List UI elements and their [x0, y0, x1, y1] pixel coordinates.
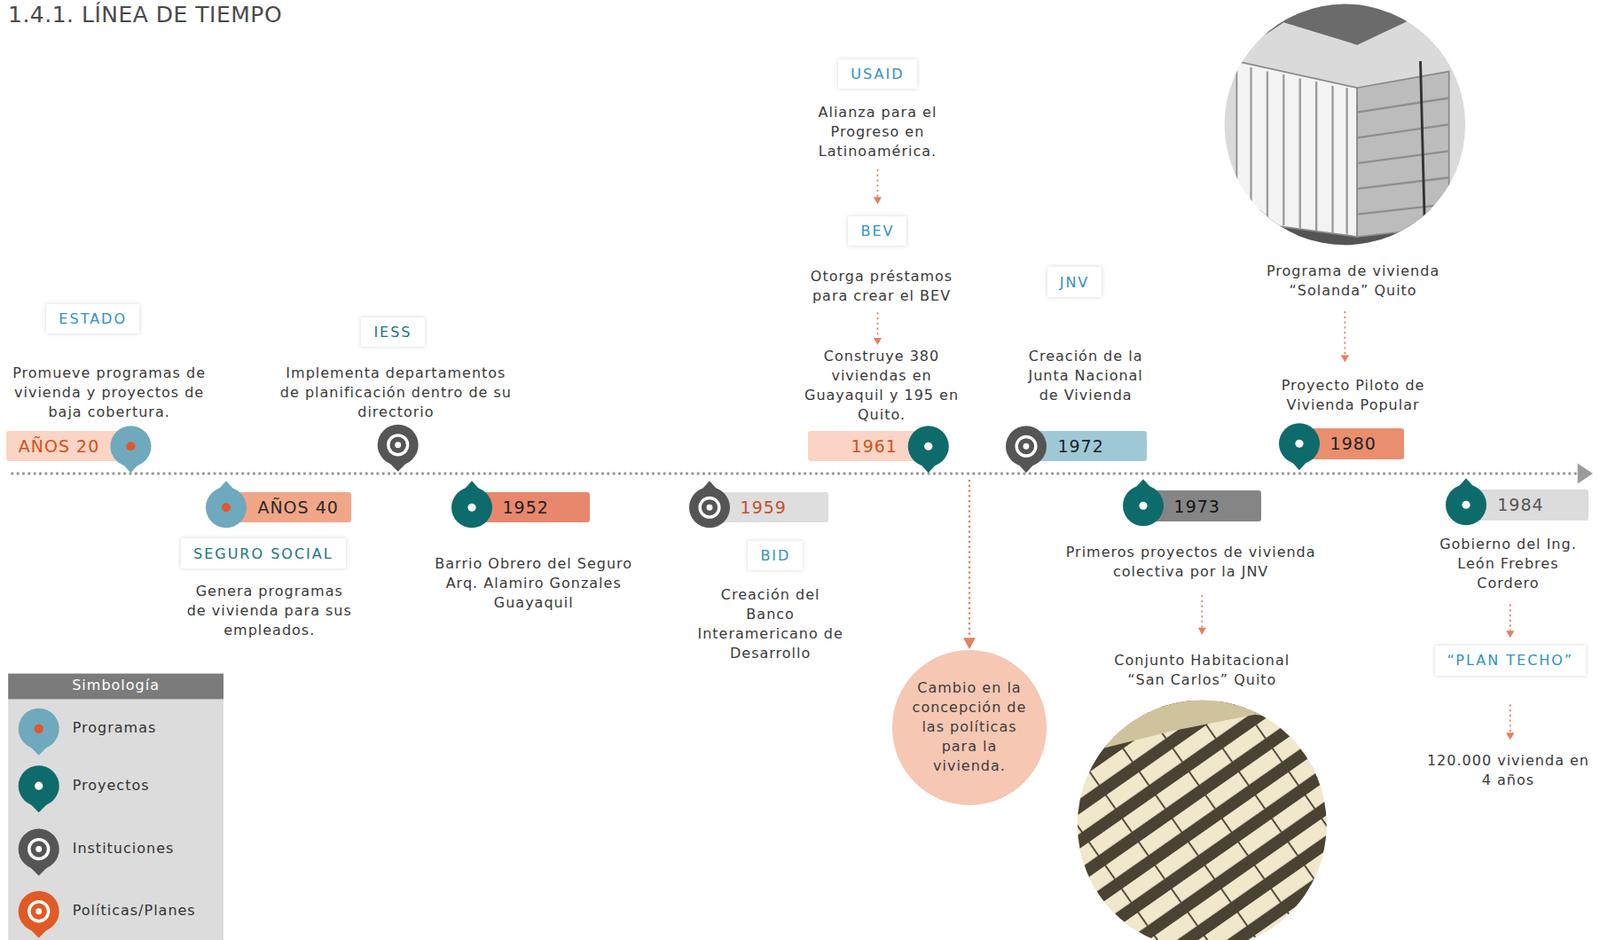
event-description: 120.000 vivienda en 4 años [1426, 751, 1591, 791]
institution-tag: IESS [360, 317, 424, 347]
event-description: Primeros proyectos de vivienda colectiva… [1053, 542, 1329, 582]
node-text: SEGURO SOCIAL [193, 545, 334, 563]
event-description: Barrio Obrero del Seguro Arq. Alamiro Go… [418, 554, 650, 613]
pin-head [205, 486, 247, 528]
institution-tag: SEGURO SOCIAL [180, 538, 346, 568]
pin-tip [121, 462, 141, 473]
solanda-photo [1222, 1, 1469, 251]
legend-text: Políticas/Planes [72, 901, 197, 919]
pin-head [1122, 486, 1164, 527]
institution-tag: ESTADO [46, 304, 140, 334]
pin-ring [1017, 436, 1037, 456]
pin-tip [1133, 479, 1153, 491]
pin-head [1005, 425, 1047, 467]
page-title: 1.4.1. LÍNEA DE TIEMPO [7, 1, 283, 28]
event-description: Gobierno del Ing. León Frebres Cordero [1426, 534, 1591, 594]
legend-entry: Programas [72, 718, 157, 738]
pin-dot [1462, 501, 1471, 510]
node-text: AÑOS 20 [18, 436, 100, 456]
pin-head [1278, 423, 1320, 464]
pin-dot [125, 441, 135, 451]
event-description: Programa de vivienda “Solanda” Quito [1251, 261, 1456, 301]
node-text: “PLAN TECHO” [1447, 651, 1574, 669]
pin-dot [1023, 442, 1030, 449]
node-text: AÑOS 40 [257, 497, 338, 518]
node-text: USAID [850, 65, 904, 83]
year-marker: 1961 [807, 431, 929, 463]
pin-tip [1457, 478, 1476, 490]
event-description: Creación de la Junta Nacional de Viviend… [1019, 346, 1153, 406]
node-text: BEV [860, 222, 895, 240]
event-description: Construye 380 viviendas en Guayaquil y 1… [791, 346, 973, 425]
pin-dot [1294, 439, 1303, 448]
year-marker: 1980 [1299, 428, 1405, 460]
node-text: 1980 [1330, 433, 1377, 454]
year-marker: AÑOS 40 [226, 492, 351, 524]
legend-heading: Simbología [7, 675, 224, 696]
pin-tip [1289, 460, 1309, 471]
pin-head [109, 425, 151, 467]
legend-text: Proyectos [72, 776, 150, 794]
pin-dot [221, 502, 231, 512]
event-description: Proyecto Piloto de Vivienda Popular [1264, 376, 1443, 416]
institution-pin [377, 424, 419, 472]
node-text: Cambio en la concepción de las políticas… [907, 678, 1032, 777]
year-marker: 1972 [1026, 431, 1147, 463]
legend-panel [7, 674, 224, 940]
year-marker: AÑOS 20 [6, 431, 131, 463]
pin-dot [1138, 501, 1147, 510]
legend-entry: Instituciones [72, 839, 175, 859]
event-description: Genera programas de vivienda para sus em… [185, 581, 354, 641]
node-text: BID [760, 547, 791, 565]
year-marker: 1973 [1143, 490, 1262, 522]
legend-text: Instituciones [72, 839, 175, 857]
pin-head [1445, 484, 1487, 526]
legend-text: Programas [72, 719, 157, 737]
event-description: Implementa departamentos de planificació… [274, 363, 517, 423]
institution-tag: BEV [847, 216, 907, 246]
timeline-axis [12, 463, 1593, 485]
node-text: 1984 [1497, 494, 1544, 515]
node-text: 1961 [851, 436, 898, 456]
node-text: 1973 [1174, 496, 1221, 517]
year-marker: 1952 [471, 492, 590, 524]
pin-tip [699, 480, 719, 492]
pin-ring [699, 497, 720, 518]
pin-tip [462, 480, 481, 492]
legend-entry: Políticas/Planes [72, 901, 197, 921]
year-marker: 1984 [1466, 489, 1589, 521]
pin-tip [217, 480, 236, 492]
institution-tag: BID [747, 541, 803, 571]
node-text: 1952 [502, 497, 550, 518]
institution-tag: “PLAN TECHO” [1435, 645, 1586, 675]
institution-tag: USAID [838, 59, 917, 89]
pin-dot [467, 502, 476, 511]
pin-head [908, 425, 950, 467]
node-text: 1972 [1057, 436, 1104, 456]
event-description: Promueve programas de vivienda y proyect… [6, 363, 212, 423]
event-description: Alianza para el Progreso en Latinoaméric… [804, 102, 951, 162]
node-text: ESTADO [58, 310, 127, 328]
event-description: Conjunto Habitacional “San Carlos” Quito [1095, 650, 1309, 691]
event-description: Creación del Banco Interamericano de Des… [697, 585, 844, 664]
event-description: Otorga préstamos para crear el BEV [797, 266, 966, 306]
node-text: 1959 [740, 497, 787, 518]
pin-head [451, 486, 493, 528]
legend-entry: Proyectos [72, 776, 150, 796]
pin-head [689, 486, 730, 528]
node-text: IESS [373, 323, 412, 341]
pin-dot [705, 503, 713, 510]
institution-tag: JNV [1047, 266, 1103, 297]
year-marker: 1959 [709, 492, 830, 524]
pin-dot [924, 441, 933, 450]
pin-tip [1017, 462, 1036, 473]
policy-circle: Cambio en la concepción de las políticas… [892, 650, 1048, 806]
san-carlos-photo [1075, 698, 1332, 940]
node-text: JNV [1059, 274, 1091, 291]
pin-tip [919, 462, 939, 473]
